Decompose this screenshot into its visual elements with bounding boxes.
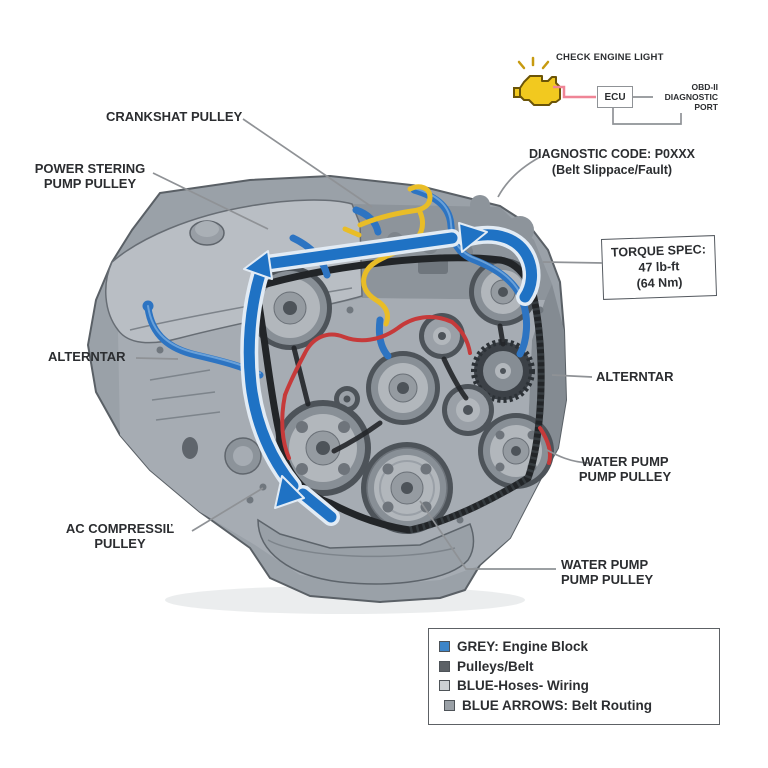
legend-swatch-darkgrey: [439, 660, 450, 672]
ecu-wiring: [553, 85, 682, 125]
arrowhead-bottom: [274, 475, 305, 509]
torque-spec-box: TORQUE SPEC: 47 lb-ft (64 Nm): [600, 235, 718, 300]
cam-gear: [471, 339, 535, 403]
pulleys: [248, 258, 554, 534]
leader-lines: [135, 118, 604, 570]
legend-row-pulleys-belt: Pulleys/Belt: [439, 657, 709, 677]
coolant-hoses: [142, 186, 531, 379]
pulley-bottom-center: [361, 442, 453, 534]
legend-swatch-lightgrey: [439, 680, 450, 692]
alternator-left-label: ALTERNTAR: [48, 349, 126, 364]
legend-label: BLUE-Hoses- Wiring: [457, 678, 589, 693]
obd-port-label: OBD-II DIAGNOSTIC PORT: [664, 82, 718, 112]
check-engine-light-label: CHECK ENGINE LIGHT: [556, 52, 664, 63]
crankshaft-pulley-label: CRANKSHAT PULLEY: [106, 109, 243, 124]
legend-swatch-grey: [444, 699, 455, 711]
legend-label: BLUE ARROWS: Belt Routing: [462, 697, 652, 713]
legend-row-engine-block: GREY: Engine Block: [439, 637, 709, 657]
water-pump-bottom-label: WATER PUMP PUMP PULLEY: [561, 557, 654, 587]
legend-label: Pulleys/Belt: [457, 658, 534, 674]
alternator-right-label: ALTERNTAR: [596, 369, 674, 384]
pulley-right-bottom: [478, 413, 554, 489]
arrowhead-right: [458, 222, 488, 253]
pulley-right-mid: [442, 384, 494, 436]
diagnostic-code-label: DIAGNOSTIC CODE: P0XXX (Belt Slippace/Fa…: [529, 147, 695, 177]
ecu-label: ECU: [604, 91, 626, 103]
pulley-top-left: [248, 266, 332, 350]
power-steering-label: POWER STERING PUMP PULLEY: [34, 161, 146, 191]
check-engine-icon: [513, 56, 561, 106]
legend-box: GREY: Engine Block Pulleys/Belt BLUE-Hos…: [428, 628, 720, 725]
water-pump-right-label: WATER PUMP PUMP PULLEY: [578, 454, 672, 484]
legend-swatch-blue: [439, 641, 450, 653]
legend-row-hoses-wiring: BLUE-Hoses- Wiring: [439, 676, 709, 696]
ac-compressor-label: AC COMPRESSIĽ PULLEY: [65, 521, 175, 551]
torque-spec-line3: (64 Nm): [636, 275, 683, 291]
wiring-red: [280, 315, 552, 465]
arrowhead-left: [243, 250, 273, 280]
legend-row-belt-routing: BLUE ARROWS: Belt Routing: [439, 696, 709, 716]
belt-routing-arrows: [240, 222, 541, 526]
pulley-left-bottom: [275, 400, 371, 496]
pulley-center: [366, 351, 440, 425]
oil-pan: [257, 518, 475, 585]
ecu-box: ECU: [597, 86, 633, 108]
legend-label: GREY: Engine Block: [457, 639, 589, 654]
